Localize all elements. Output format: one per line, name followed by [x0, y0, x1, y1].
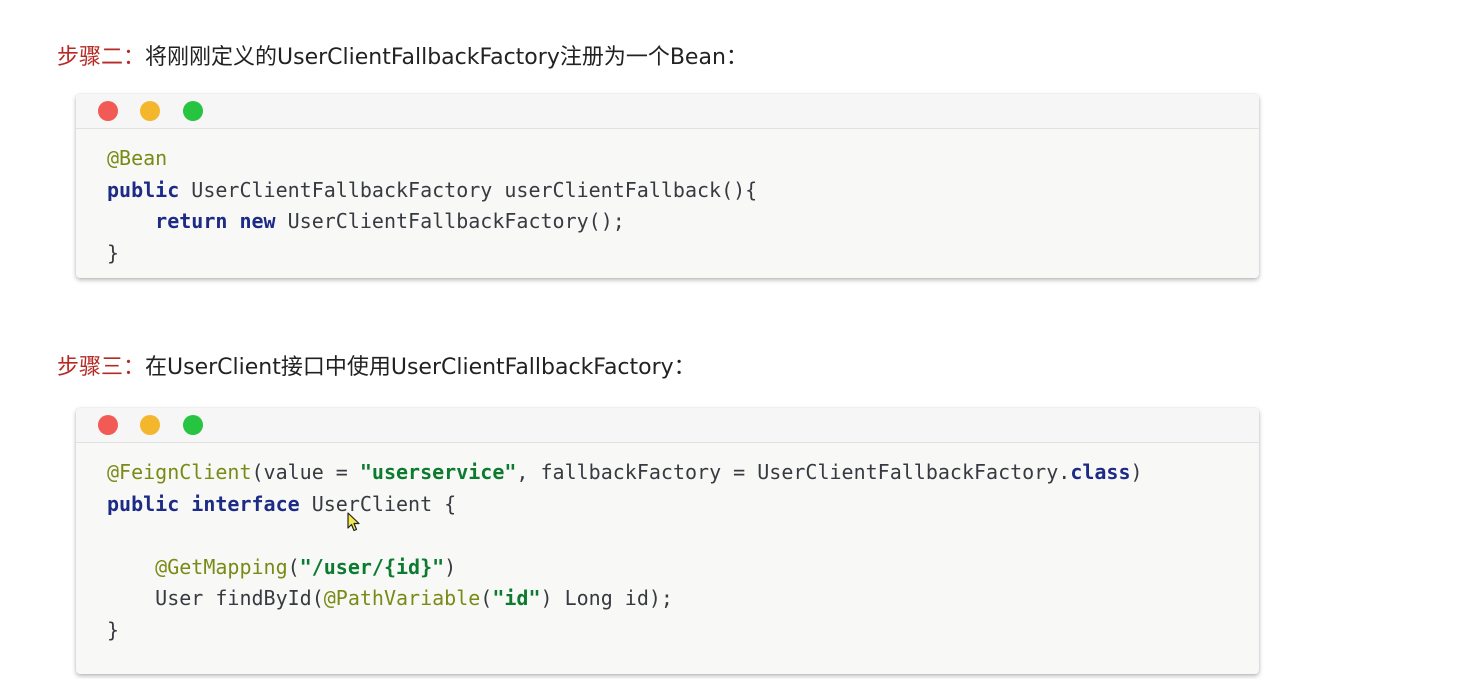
step3-heading: 步骤三：在UserClient接口中使用UserClientFallbackFa… [57, 354, 696, 382]
code-text: ) [444, 554, 457, 579]
code-space [227, 209, 239, 233]
step3-label: 步骤三： [57, 355, 146, 380]
code-indent [107, 209, 155, 233]
maximize-dot-icon [183, 415, 203, 435]
code-indent [107, 555, 155, 579]
window-titlebar [76, 408, 1259, 443]
code-text: ) [1130, 460, 1143, 484]
code-keyword: class [1070, 460, 1131, 484]
close-dot-icon [98, 101, 118, 121]
code-window-feign-client: @FeignClient(value = "userservice", fall… [76, 408, 1259, 674]
mouse-cursor-icon [347, 512, 360, 532]
code-block-bean: @Bean public UserClientFallbackFactory u… [76, 129, 1259, 269]
code-text: UserClientFallbackFactory userClientFall… [179, 177, 758, 202]
code-block-feign-client: @FeignClient(value = "userservice", fall… [76, 443, 1259, 646]
code-window-bean: @Bean public UserClientFallbackFactory u… [76, 94, 1259, 278]
minimize-dot-icon [140, 415, 160, 435]
step2-heading: 步骤二：将刚刚定义的UserClientFallbackFactory注册为一个… [57, 44, 748, 72]
code-string: "id" [492, 586, 541, 610]
code-keyword: new [239, 209, 276, 233]
code-text: ( [287, 554, 300, 579]
window-titlebar [76, 94, 1259, 129]
minimize-dot-icon [140, 101, 160, 121]
code-text: ) Long id); [540, 586, 673, 610]
code-space [179, 492, 191, 516]
code-string: "/user/{id}" [299, 554, 445, 579]
step2-label: 步骤二： [57, 45, 146, 70]
code-keyword: interface [191, 491, 300, 516]
code-text: UserClientFallbackFactory(); [275, 209, 625, 233]
code-text: } [107, 617, 120, 642]
step2-text: 将刚刚定义的UserClientFallbackFactory注册为一个Bean… [145, 45, 748, 70]
get-mapping-annotation: @GetMapping [155, 554, 288, 579]
code-text: (value = [251, 460, 360, 484]
code-text: } [107, 240, 120, 265]
code-text: User findById( [107, 586, 324, 610]
close-dot-icon [98, 415, 118, 435]
maximize-dot-icon [183, 101, 203, 121]
code-text: ( [480, 586, 493, 610]
code-keyword: public [107, 177, 180, 202]
bean-annotation: @Bean [107, 146, 168, 170]
code-string: "userservice" [359, 460, 517, 484]
path-variable-annotation: @PathVariable [323, 586, 481, 610]
feign-client-annotation: @FeignClient [107, 460, 252, 484]
code-text: UserClient { [299, 491, 457, 516]
code-keyword: return [155, 209, 228, 233]
code-keyword: public [107, 491, 180, 516]
code-text: , fallbackFactory = UserClientFallbackFa… [516, 460, 1071, 484]
step3-text: 在UserClient接口中使用UserClientFallbackFactor… [145, 355, 696, 380]
